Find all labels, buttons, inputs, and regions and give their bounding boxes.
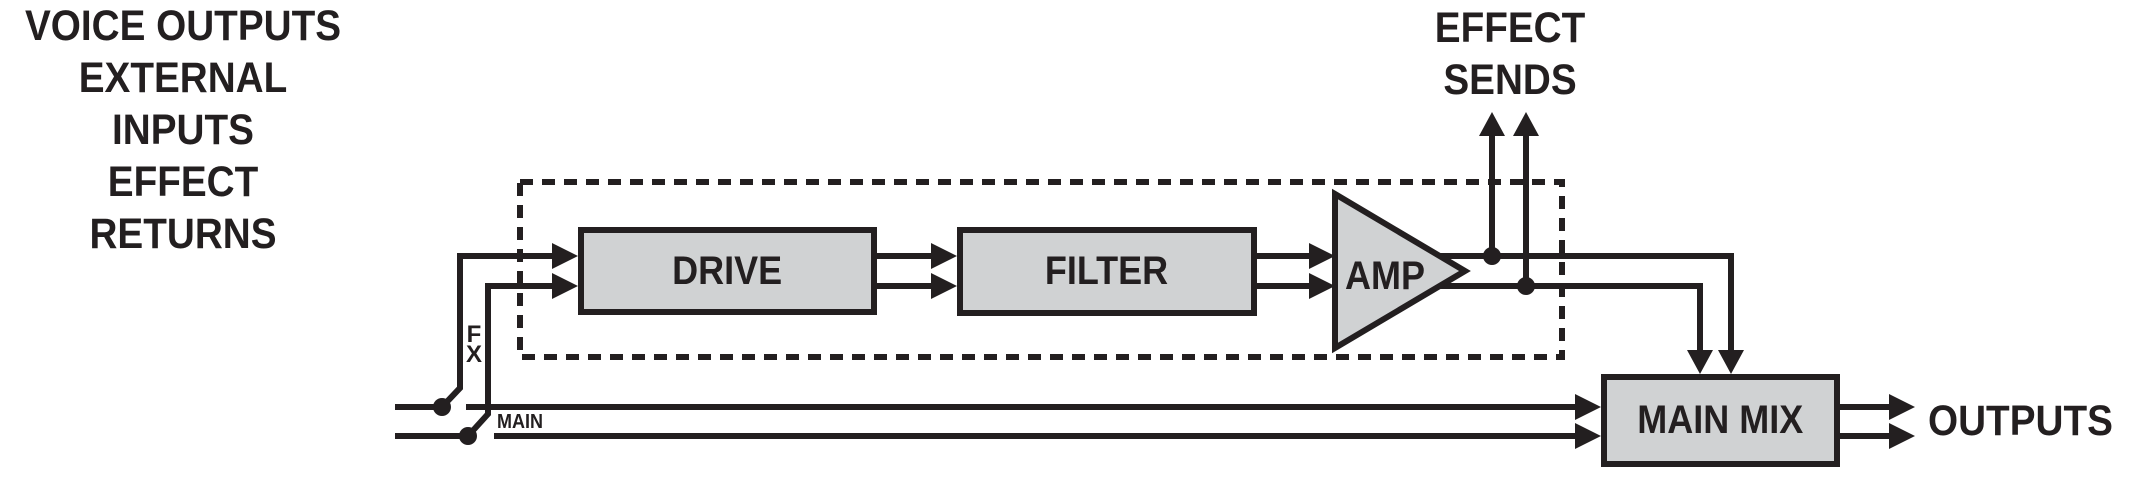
amp-output-wire-lower [1435, 283, 1703, 350]
arrowhead-mainmix-input-2 [1575, 423, 1601, 449]
arrowhead-drive-input-1 [552, 243, 578, 269]
send-junction-dot-1 [1483, 247, 1501, 265]
arrowhead-filter-input-2 [931, 273, 957, 299]
switch-junction-dot-2 [459, 427, 477, 445]
drive-block: DRIVE [578, 227, 877, 315]
switch-junction-dot-1 [433, 398, 451, 416]
arrowhead-amp-input-1 [1309, 243, 1335, 269]
amp-block-label: AMP [1344, 254, 1425, 298]
main-bus-label: MAIN [497, 411, 543, 433]
input-source-labels: VOICE OUTPUTS EXTERNAL INPUTS EFFECT RET… [18, 0, 347, 260]
arrowhead-effect-send-1 [1479, 112, 1505, 136]
dashed-voice-channel-outline [517, 179, 1565, 360]
drive-block-label: DRIVE [672, 248, 783, 293]
amp-output-wire-upper [1435, 253, 1734, 350]
fx-bus-wire-2 [465, 283, 552, 439]
amp-triangle [1332, 188, 1471, 354]
send-junction-dot-2 [1517, 277, 1535, 295]
effect-sends-label: EFFECT SENDS [1398, 2, 1623, 106]
input-label-effect-returns: EFFECT RETURNS [89, 158, 277, 258]
arrowhead-mainmix-top-left [1687, 350, 1713, 374]
filter-block: FILTER [957, 227, 1257, 316]
arrowhead-output-1 [1889, 394, 1915, 420]
arrowhead-filter-input-1 [931, 243, 957, 269]
arrowhead-mainmix-top-right [1718, 350, 1744, 374]
input-label-external-inputs: EXTERNAL INPUTS [78, 54, 288, 154]
arrowhead-effect-send-2 [1513, 112, 1539, 136]
main-mix-block-label: MAIN MIX [1637, 398, 1804, 442]
arrowhead-mainmix-input-1 [1575, 394, 1601, 420]
main-mix-block: MAIN MIX [1601, 374, 1840, 467]
fx-bus-label: FX [465, 321, 482, 368]
effect-sends-label-line1: EFFECT [1434, 4, 1586, 52]
input-label-voice-outputs: VOICE OUTPUTS [24, 2, 342, 50]
arrowhead-drive-input-2 [552, 273, 578, 299]
effect-sends-label-line2: SENDS [1443, 56, 1577, 104]
filter-block-label: FILTER [1045, 249, 1169, 293]
fx-bus-wire-1 [439, 253, 552, 410]
arrowhead-amp-input-2 [1309, 273, 1335, 299]
arrowhead-output-2 [1889, 423, 1915, 449]
outputs-label: OUTPUTS [1928, 397, 2113, 445]
